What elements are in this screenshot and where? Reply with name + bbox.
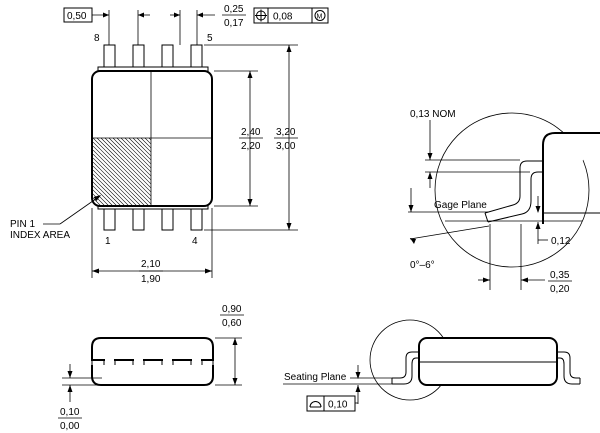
hatch-line: [93, 165, 133, 205]
pin1-label-line1: PIN 1: [10, 219, 35, 230]
mmc-modifier-icon: [314, 10, 326, 21]
pin-1-label: 1: [105, 236, 111, 247]
body-width-min: 1,90: [141, 274, 161, 285]
pin-8-label: 8: [94, 33, 100, 44]
coplanarity-value: 0,10: [328, 400, 348, 411]
hatch-line: [93, 145, 151, 205]
standoff-max: 0,10: [60, 407, 80, 418]
hatch-line: [93, 138, 151, 197]
body-length-min: 2,20: [241, 141, 261, 152]
position-tolerance-frame: [253, 7, 329, 24]
hatch-line: [17, 138, 87, 208]
position-tolerance-value: 0,08: [273, 12, 293, 23]
hatch-line: [93, 149, 149, 205]
hatch-line: [112, 138, 151, 177]
hatch-line: [93, 201, 97, 205]
overall-length-max: 3,20: [276, 127, 296, 138]
angle-range-label: 0°–6°: [410, 260, 435, 271]
height-max: 0,90: [222, 304, 242, 315]
hatch-line: [93, 185, 113, 205]
hatch-line: [96, 138, 151, 193]
body-length-max: 2,40: [241, 127, 261, 138]
mmc-modifier-letter: M: [317, 14, 323, 21]
lead-detail-view: 0,13 NOM Gage Plane 0,12 0°–6° 0,35 0,20: [408, 109, 600, 295]
lead-width-min: 0,17: [224, 18, 244, 29]
gage-plane-label: Gage Plane: [434, 200, 487, 211]
hatch-line: [13, 138, 83, 208]
pin-4-label: 4: [192, 236, 198, 247]
seating-plane-view: Seating Plane 0,10: [283, 319, 581, 412]
detail-circle: [434, 112, 590, 268]
hatch-line: [120, 138, 151, 169]
body-width-max: 2,10: [141, 259, 161, 270]
pin1-label-line2: INDEX AREA: [10, 230, 70, 241]
position-symbol-icon: [255, 9, 267, 22]
foot-length-min: 0,20: [550, 284, 570, 295]
hatch-line: [124, 138, 151, 165]
package-body-top: [91, 70, 213, 207]
hatch-line: [93, 161, 137, 205]
top-view: 8 5 1 4 0,50 0,25 0,17 0,08: [10, 4, 329, 285]
hatch-line: [108, 138, 151, 181]
pin1-index-area: [13, 138, 151, 208]
hatch-line: [104, 138, 151, 185]
hatch-line: [93, 169, 129, 205]
flatness-symbol-icon: [309, 401, 322, 408]
hatch-line: [132, 138, 151, 157]
pin-5-label: 5: [207, 33, 213, 44]
hatch-line: [116, 138, 151, 173]
side-view: 0,90 0,60 0,10 0,00: [58, 304, 244, 432]
hatch-line: [93, 193, 105, 205]
gage-height-value: 0,12: [551, 236, 571, 247]
lead-thickness-label: 0,13 NOM: [410, 109, 456, 120]
lead-width-max: 0,25: [224, 4, 244, 15]
height-min: 0,60: [222, 318, 242, 329]
foot-length-max: 0,35: [550, 270, 570, 281]
overall-length-min: 3,00: [276, 141, 296, 152]
hatch-line: [93, 141, 151, 201]
pitch-value: 0,50: [67, 11, 87, 22]
hatch-line: [25, 138, 95, 208]
side-body-top: [91, 337, 214, 361]
coplanarity-frame: [306, 395, 356, 412]
hatch-line: [128, 138, 151, 161]
hatch-line: [100, 138, 151, 189]
seating-plane-label: Seating Plane: [284, 372, 347, 383]
hatch-line: [136, 138, 151, 153]
hatch-line: [93, 173, 125, 205]
standoff-min: 0,00: [60, 421, 80, 432]
hatch-line: [93, 181, 117, 205]
side-body-bottom: [91, 365, 214, 386]
hatch-line: [93, 153, 145, 205]
hatch-line: [93, 177, 121, 205]
detail-body: [542, 132, 600, 224]
hatch-line: [21, 138, 91, 208]
hatch-line: [93, 157, 141, 205]
